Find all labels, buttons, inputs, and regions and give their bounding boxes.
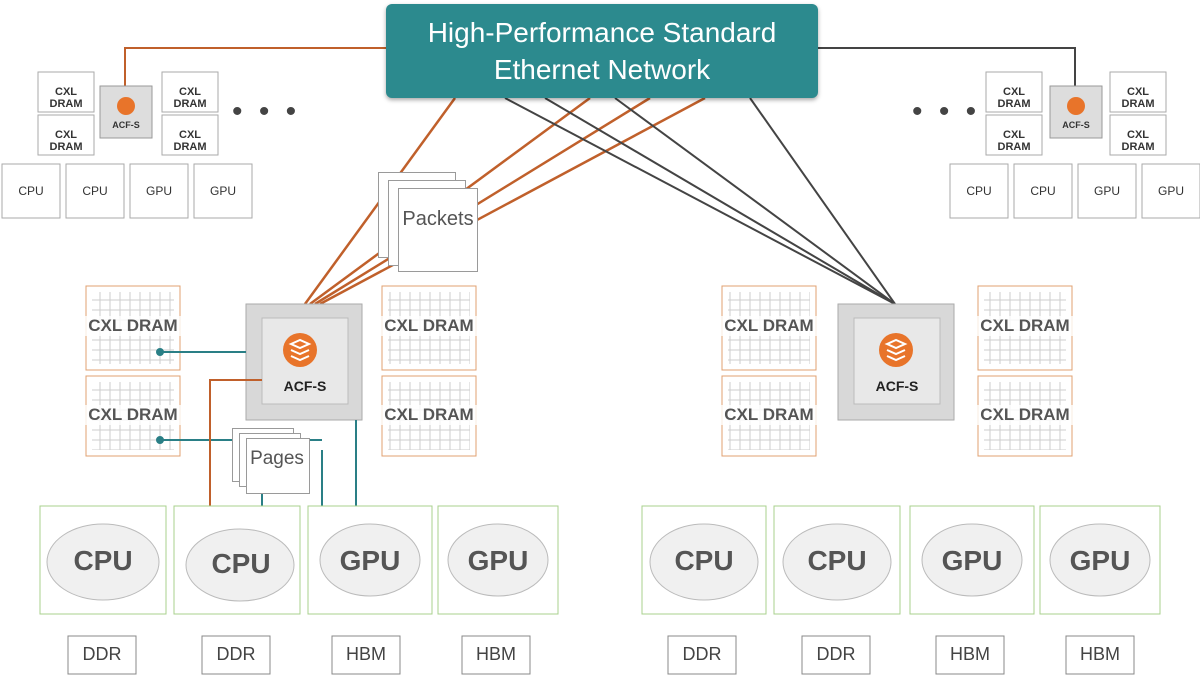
- acf-switch-label: ACF-S: [875, 378, 919, 394]
- cxl-dram-label: CXL DRAM: [376, 316, 482, 336]
- cpu-label: CPU: [807, 545, 867, 576]
- ddr-label: DDR: [682, 644, 722, 664]
- ddr-label: DDR: [82, 644, 122, 664]
- network-links: [124, 47, 1076, 306]
- ddr-label: DDR: [216, 644, 256, 664]
- gpu-label: GPU: [1093, 184, 1120, 198]
- cpu-label: CPU: [18, 184, 44, 198]
- memory-chips: [67, 635, 1135, 675]
- cxl-dram-label: CXL DRAM: [1121, 86, 1155, 110]
- more-nodes-right: • • •: [912, 95, 981, 128]
- ethernet-network-box: High-Performance Standard Ethernet Netwo…: [386, 4, 818, 98]
- cpu-label: CPU: [211, 548, 271, 579]
- acf-switch-label: ACF-S: [283, 378, 327, 394]
- cxl-dram-label: CXL DRAM: [997, 129, 1031, 153]
- cpu-label: CPU: [82, 184, 108, 198]
- cxl-dram-label: CXL DRAM: [80, 405, 186, 425]
- cxl-dram-label: CXL DRAM: [972, 316, 1078, 336]
- acf-logo-icon: [117, 97, 1085, 367]
- gpu-label: GPU: [339, 545, 401, 576]
- pages-label: Pages: [250, 448, 304, 469]
- gpu-label: GPU: [467, 545, 529, 576]
- gpu-label: GPU: [145, 184, 172, 198]
- processor-ovals: [46, 523, 1151, 602]
- cxl-dram-label: CXL DRAM: [1121, 129, 1155, 153]
- network-title-line1: High-Performance Standard: [427, 17, 777, 48]
- packets-label: Packets: [402, 208, 474, 230]
- top-left-cluster: [1, 71, 253, 219]
- ddr-label: DDR: [816, 644, 856, 664]
- acf-switch-label: ACF-S: [1062, 120, 1090, 130]
- hbm-label: HBM: [346, 644, 386, 664]
- cpu-label: CPU: [1030, 184, 1056, 198]
- more-nodes-left: • • •: [232, 95, 301, 128]
- gpu-label: GPU: [941, 545, 1003, 576]
- hbm-label: HBM: [1080, 644, 1120, 664]
- network-title-line2: Ethernet Network: [493, 54, 711, 85]
- top-right-cluster: [949, 71, 1200, 219]
- packets-stack: Packets: [378, 172, 488, 272]
- cxl-dram-label: CXL DRAM: [173, 86, 207, 110]
- gpu-label: GPU: [209, 184, 236, 198]
- hbm-label: HBM: [950, 644, 990, 664]
- acf-switch-label: ACF-S: [112, 120, 140, 130]
- cxl-dram-label: CXL DRAM: [173, 129, 207, 153]
- cxl-dram-label: CXL DRAM: [80, 316, 186, 336]
- cxl-dram-label: CXL DRAM: [716, 316, 822, 336]
- cxl-dram-label: CXL DRAM: [997, 86, 1031, 110]
- gpu-label: GPU: [1157, 184, 1184, 198]
- cxl-dram-label: CXL DRAM: [716, 405, 822, 425]
- hbm-label: HBM: [476, 644, 516, 664]
- cxl-dram-label: CXL DRAM: [49, 86, 83, 110]
- cxl-dram-label: CXL DRAM: [972, 405, 1078, 425]
- cpu-label: CPU: [966, 184, 992, 198]
- cxl-dram-label: CXL DRAM: [376, 405, 482, 425]
- cpu-label: CPU: [73, 545, 133, 576]
- cxl-dram-label: CXL DRAM: [49, 129, 83, 153]
- pages-stack: Pages: [232, 428, 322, 498]
- gpu-label: GPU: [1069, 545, 1131, 576]
- cpu-label: CPU: [674, 545, 734, 576]
